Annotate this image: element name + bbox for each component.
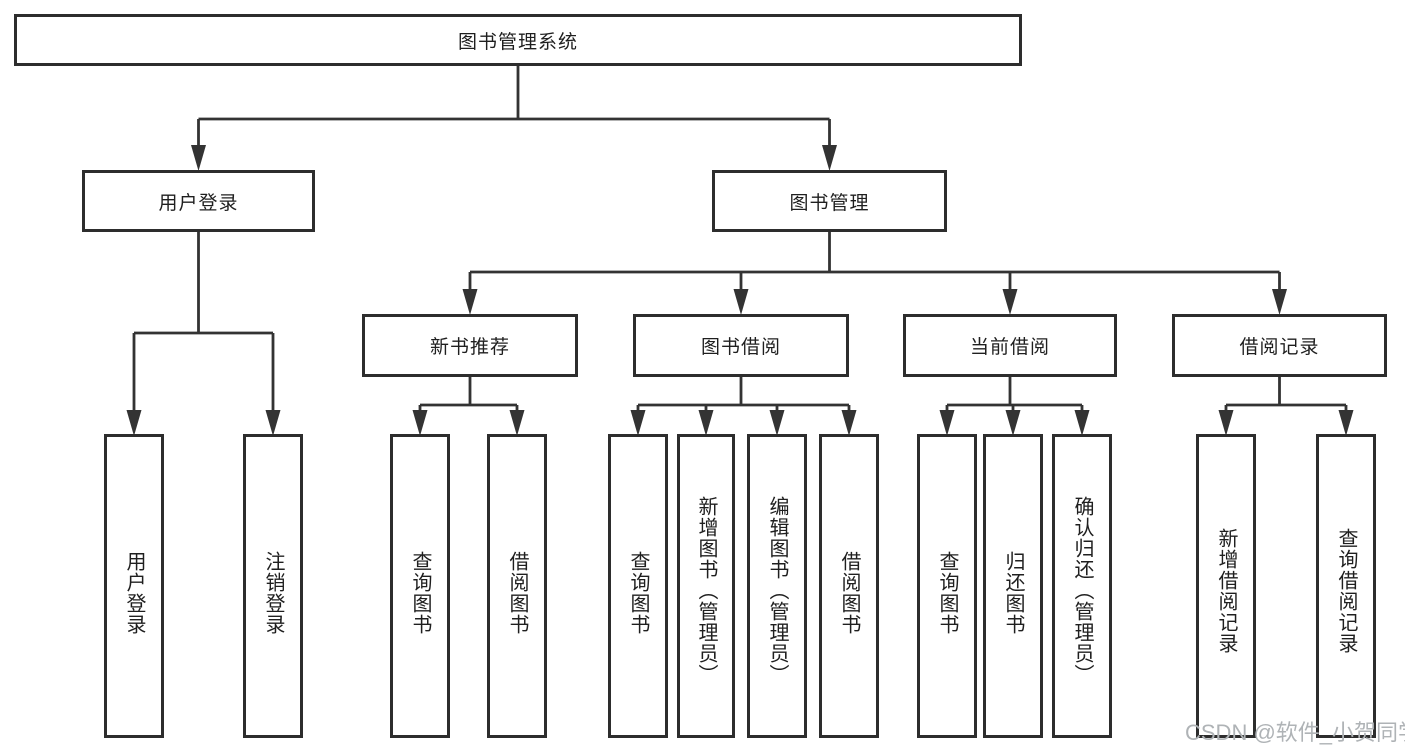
node-label: 借阅图书 <box>506 551 528 635</box>
node-label: 图书管理 <box>789 192 870 214</box>
leaf-borrow-books: 借阅图书 <box>819 434 879 738</box>
node-label: 用户登录 <box>158 192 239 214</box>
node-library-management-system: 图书管理系统 <box>14 14 1022 66</box>
node-label: 新书推荐 <box>429 337 510 358</box>
node-label: 查询图书 <box>627 551 649 635</box>
node-label: 当前借阅 <box>969 337 1050 358</box>
node-label: 图书借阅 <box>700 337 781 358</box>
leaf-return-books: 归还图书 <box>983 434 1043 738</box>
node-label: 编辑图书（管理员） <box>766 496 788 685</box>
node-label: 借阅记录 <box>1239 337 1320 358</box>
node-label: 新增借阅记录 <box>1215 527 1237 654</box>
leaf-query-borrow-record: 查询借阅记录 <box>1316 434 1376 738</box>
node-borrowing-records: 借阅记录 <box>1172 314 1387 377</box>
leaf-user-login: 用户登录 <box>104 434 164 738</box>
node-label: 查询图书 <box>409 551 431 635</box>
leaf-borrow-books-recommend: 借阅图书 <box>487 434 547 738</box>
node-label: 查询图书 <box>936 551 958 635</box>
arrowheads <box>126 145 1354 436</box>
node-book-borrowing: 图书借阅 <box>633 314 849 377</box>
node-label: 确认归还（管理员） <box>1071 496 1093 685</box>
node-user-login-branch: 用户登录 <box>82 170 315 232</box>
leaf-query-books-recommend: 查询图书 <box>390 434 450 738</box>
leaf-add-borrow-record: 新增借阅记录 <box>1196 434 1256 738</box>
leaf-add-books-admin: 新增图书（管理员） <box>677 434 735 738</box>
node-label: 新增图书（管理员） <box>695 496 717 685</box>
node-new-book-recommend: 新书推荐 <box>362 314 578 377</box>
node-current-borrowing: 当前借阅 <box>903 314 1117 377</box>
node-label: 图书管理系统 <box>457 31 578 53</box>
leaf-query-books-current: 查询图书 <box>917 434 977 738</box>
leaf-confirm-return-admin: 确认归还（管理员） <box>1052 434 1112 738</box>
node-label: 查询借阅记录 <box>1335 527 1357 654</box>
node-label: 借阅图书 <box>838 551 860 635</box>
leaf-edit-books-admin: 编辑图书（管理员） <box>747 434 807 738</box>
node-label: 注销登录 <box>262 551 284 635</box>
leaf-logout: 注销登录 <box>243 434 303 738</box>
node-book-management-branch: 图书管理 <box>712 170 947 232</box>
node-label: 归还图书 <box>1002 551 1024 635</box>
node-label: 用户登录 <box>123 551 145 635</box>
leaf-query-books-borrow: 查询图书 <box>608 434 668 738</box>
